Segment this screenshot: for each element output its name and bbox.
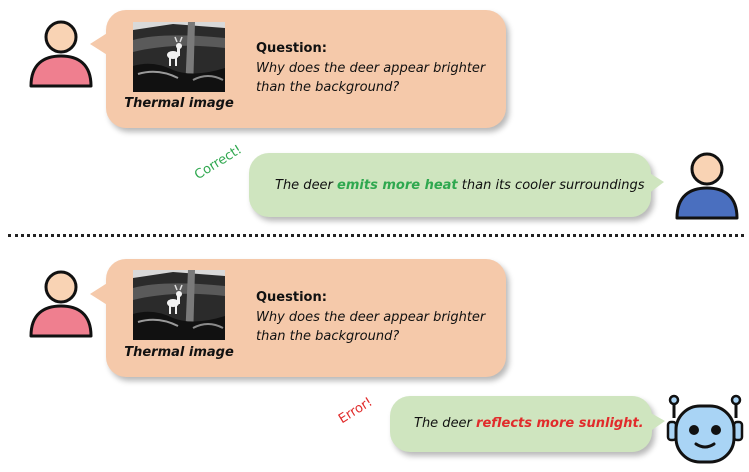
verdict-error-label: Error! — [336, 394, 376, 427]
human-responder-avatar-icon — [672, 150, 742, 226]
answer-prefix: The deer — [275, 178, 338, 193]
section-divider — [8, 234, 744, 237]
thermal-deer-image-top — [133, 22, 225, 92]
answer-bubble-tail-top — [648, 172, 664, 194]
image-caption-top: Thermal image — [124, 96, 234, 111]
thermal-deer-image-bottom — [133, 270, 225, 340]
answer-suffix: than its cooler surroundings — [457, 178, 645, 193]
question-title-bottom: Question: — [256, 290, 327, 305]
user-avatar-icon-top — [26, 18, 96, 94]
answer-highlight-error: reflects more sunlight. — [476, 416, 644, 431]
question-text-top: Why does the deer appear brighter than t… — [256, 61, 486, 95]
answer-bubble-bottom — [390, 396, 652, 452]
answer-text-bottom: The deer reflects more sunlight. — [414, 416, 644, 431]
question-bubble-tail-top — [90, 30, 112, 58]
answer-prefix: The deer — [414, 416, 477, 431]
verdict-correct-label: Correct! — [192, 142, 245, 183]
answer-text-top: The deer emits more heat than its cooler… — [275, 178, 644, 193]
answer-bubble-top — [249, 153, 651, 217]
user-avatar-icon-bottom — [26, 268, 96, 344]
question-text-bottom: Why does the deer appear brighter than t… — [256, 310, 486, 344]
question-title-top: Question: — [256, 41, 327, 56]
robot-icon — [664, 392, 746, 472]
image-caption-bottom: Thermal image — [124, 345, 234, 360]
question-bubble-tail-bottom — [90, 280, 112, 308]
answer-highlight-correct: emits more heat — [337, 178, 458, 193]
answer-bubble-tail-bottom — [649, 412, 665, 432]
